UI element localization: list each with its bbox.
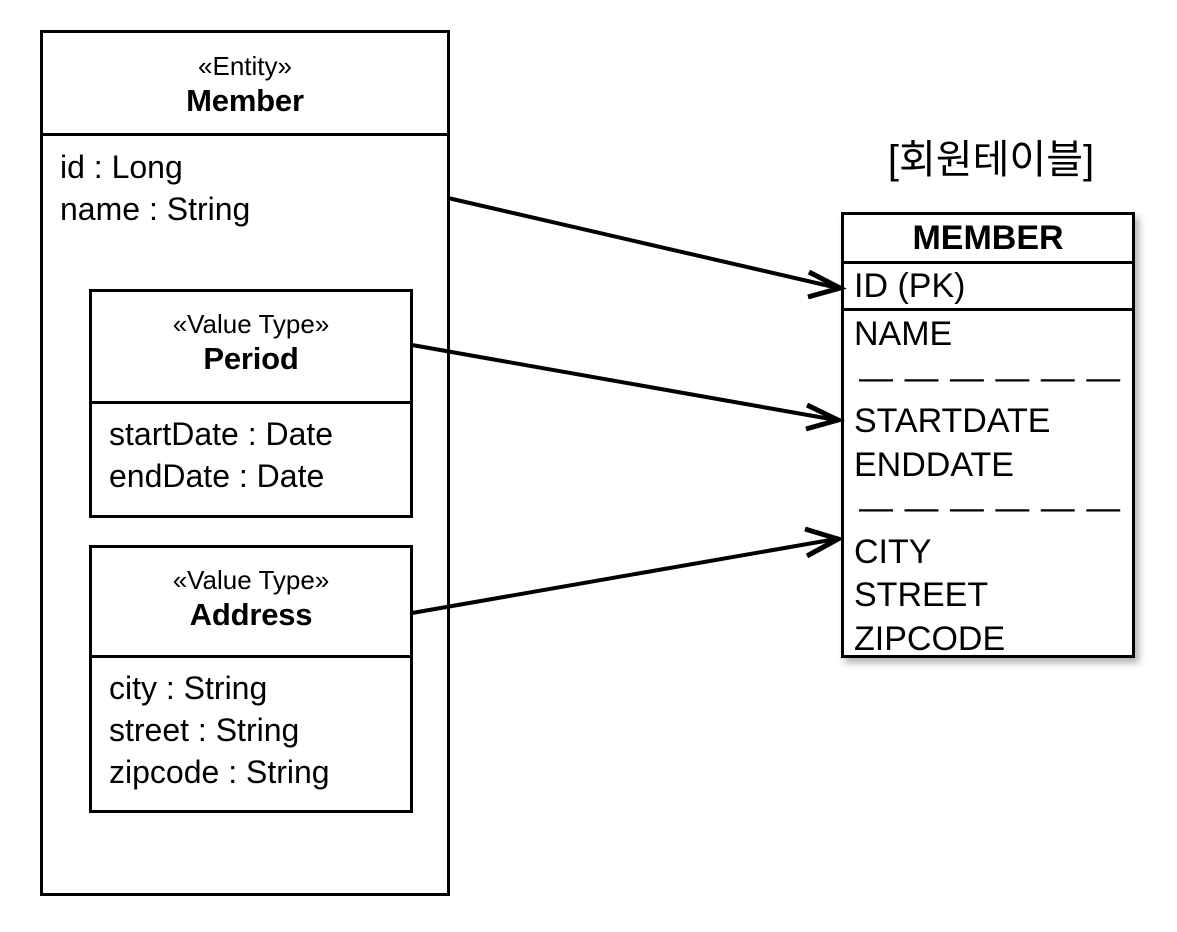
member-class-name: Member bbox=[186, 82, 304, 118]
member-attribute: name : String bbox=[60, 191, 251, 228]
period-class-name: Period bbox=[203, 340, 299, 376]
member-db-table: MEMBER ID (PK) NAME — — — — — — STARTDAT… bbox=[841, 212, 1135, 658]
period-attribute: startDate : Date bbox=[109, 416, 334, 452]
address-attribute-list: city : String street : String zipcode : … bbox=[92, 658, 410, 794]
arrowhead-address-to-city bbox=[804, 526, 845, 559]
period-header: «Value Type» Period bbox=[92, 292, 410, 404]
db-column-group-separator: — — — — — — bbox=[859, 358, 1122, 397]
arrowhead-member-to-id bbox=[807, 269, 847, 300]
address-value-type-box: «Value Type» Address city : String stree… bbox=[89, 545, 413, 813]
period-stereotype: «Value Type» bbox=[172, 309, 330, 339]
arrowhead-period-to-startdate bbox=[805, 402, 846, 432]
db-column: ENDDATE bbox=[854, 445, 1014, 484]
db-column: STREET bbox=[854, 576, 989, 615]
db-column-group-separator: — — — — — — bbox=[859, 489, 1122, 528]
address-header: «Value Type» Address bbox=[92, 548, 410, 658]
mapping-arrow-period-to-startdate bbox=[411, 343, 837, 422]
member-table-title: [회원테이블] bbox=[887, 138, 1095, 182]
db-column: NAME bbox=[854, 315, 953, 353]
period-attribute: endDate : Date bbox=[109, 458, 325, 495]
address-stereotype: «Value Type» bbox=[172, 565, 330, 595]
address-attribute: city : String bbox=[109, 670, 268, 706]
mapping-arrow-member-to-id bbox=[447, 196, 839, 290]
address-attribute: street : String bbox=[109, 712, 300, 749]
db-table-name: MEMBER bbox=[844, 215, 1132, 264]
member-attribute: id : Long bbox=[60, 149, 183, 185]
member-stereotype: «Entity» bbox=[198, 51, 292, 81]
member-attribute-list: id : Long name : String bbox=[43, 136, 447, 230]
db-column: ZIPCODE bbox=[854, 619, 1006, 658]
db-column-list: NAME — — — — — — STARTDATE ENDDATE — — —… bbox=[844, 311, 1132, 661]
member-entity-header: «Entity» Member bbox=[43, 33, 447, 136]
db-column: CITY bbox=[854, 532, 932, 571]
address-attribute: zipcode : String bbox=[109, 754, 330, 791]
db-column-primary-key: ID (PK) bbox=[844, 264, 1132, 311]
period-attribute-list: startDate : Date endDate : Date bbox=[92, 404, 410, 497]
address-class-name: Address bbox=[189, 596, 313, 632]
db-column: STARTDATE bbox=[854, 402, 1051, 441]
mapping-arrow-address-to-city bbox=[411, 537, 837, 615]
period-value-type-box: «Value Type» Period startDate : Date end… bbox=[89, 289, 413, 518]
